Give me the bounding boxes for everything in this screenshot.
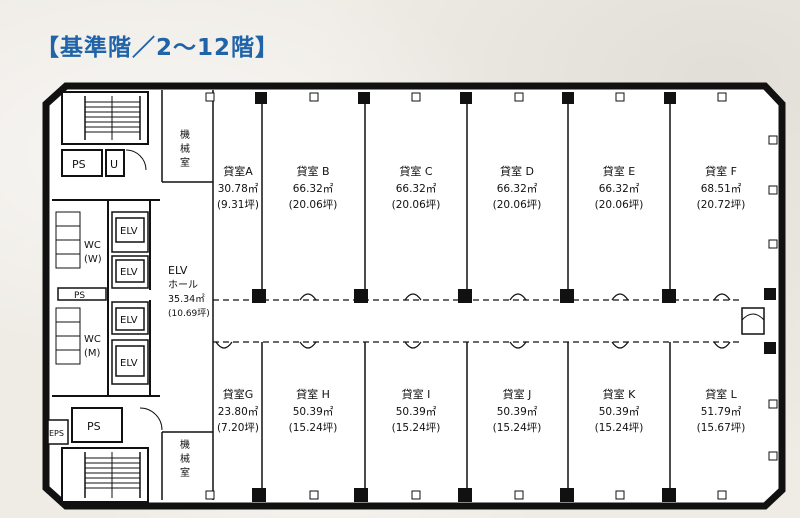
wc-m-label: WC	[84, 334, 101, 345]
structural-columns	[252, 92, 776, 502]
room-a-tsubo: (9.31坪)	[217, 198, 259, 211]
wc-w-label: WC	[84, 240, 101, 251]
ps-mid-label: PS	[74, 291, 85, 301]
room-c-tsubo: (20.06坪)	[392, 198, 441, 211]
window-mullions	[205, 92, 778, 500]
room-g-name: 貸室G	[223, 387, 254, 401]
elv-hall-name: ELV	[168, 264, 188, 277]
u-label: U	[110, 158, 118, 171]
core-labels: PS U 機 械 室 機 械 室 WC (W) WC (M) PS PS EPS…	[49, 128, 210, 479]
kikai-bot-2: 械	[180, 452, 190, 465]
ps-bottom-label: PS	[87, 420, 101, 433]
room-e-name: 貸室 E	[603, 164, 635, 178]
room-l-name: 貸室 L	[705, 387, 737, 401]
room-a-area: 30.78㎡	[218, 183, 259, 195]
elv-hall-area: 35.34㎡	[168, 294, 205, 305]
room-b-name: 貸室 B	[296, 164, 329, 178]
room-c-name: 貸室 C	[399, 164, 432, 178]
floor-title: 【基準階／2～12階】	[36, 35, 280, 61]
room-h-area: 50.39㎡	[293, 406, 334, 418]
wc-w-sub: (W)	[84, 254, 102, 265]
room-l-tsubo: (15.67坪)	[697, 421, 746, 434]
room-f-name: 貸室 F	[705, 164, 737, 178]
core-area	[47, 90, 214, 503]
room-f-area: 68.51㎡	[701, 183, 742, 195]
room-labels: 貸室A 30.78㎡ (9.31坪) 貸室 B 66.32㎡ (20.06坪) …	[217, 164, 745, 434]
room-j-name: 貸室 J	[503, 387, 532, 401]
room-g-tsubo: (7.20坪)	[217, 421, 259, 434]
kikai-top-2: 械	[180, 142, 190, 155]
room-i-tsubo: (15.24坪)	[392, 421, 441, 434]
room-e-area: 66.32㎡	[599, 183, 640, 195]
room-i-name: 貸室 I	[402, 387, 431, 401]
room-b-area: 66.32㎡	[293, 183, 334, 195]
room-e-tsubo: (20.06坪)	[595, 198, 644, 211]
room-c-area: 66.32㎡	[396, 183, 437, 195]
room-a-name: 貸室A	[223, 164, 253, 178]
kikai-top-1: 機	[180, 128, 190, 141]
elv-hall-tsubo: (10.69坪)	[168, 308, 210, 319]
room-g-area: 23.80㎡	[218, 406, 259, 418]
room-h-name: 貸室 H	[296, 387, 330, 401]
elv-label-2: ELV	[120, 267, 138, 278]
outer-wall	[42, 82, 786, 510]
eps-label: EPS	[49, 429, 64, 438]
room-d-name: 貸室 D	[500, 164, 534, 178]
room-walls	[261, 96, 671, 500]
kikai-top-3: 室	[180, 156, 190, 169]
elv-label-3: ELV	[120, 315, 138, 326]
room-h-tsubo: (15.24坪)	[289, 421, 338, 434]
room-b-tsubo: (20.06坪)	[289, 198, 338, 211]
room-k-name: 貸室 K	[603, 387, 636, 401]
wc-m-sub: (M)	[84, 348, 101, 359]
elv-label-1: ELV	[120, 226, 138, 237]
room-k-area: 50.39㎡	[599, 406, 640, 418]
room-l-area: 51.79㎡	[701, 406, 742, 418]
room-d-tsubo: (20.06坪)	[493, 198, 542, 211]
elv-hall-name2: ホール	[168, 279, 198, 291]
corridor	[213, 293, 765, 349]
room-f-tsubo: (20.72坪)	[697, 198, 746, 211]
room-k-tsubo: (15.24坪)	[595, 421, 644, 434]
elv-label-4: ELV	[120, 358, 138, 369]
room-j-tsubo: (15.24坪)	[493, 421, 542, 434]
kikai-bot-3: 室	[180, 466, 190, 479]
room-i-area: 50.39㎡	[396, 406, 437, 418]
room-j-area: 50.39㎡	[497, 406, 538, 418]
kikai-bot-1: 機	[180, 438, 190, 451]
room-d-area: 66.32㎡	[497, 183, 538, 195]
ps-top-label: PS	[72, 158, 86, 171]
